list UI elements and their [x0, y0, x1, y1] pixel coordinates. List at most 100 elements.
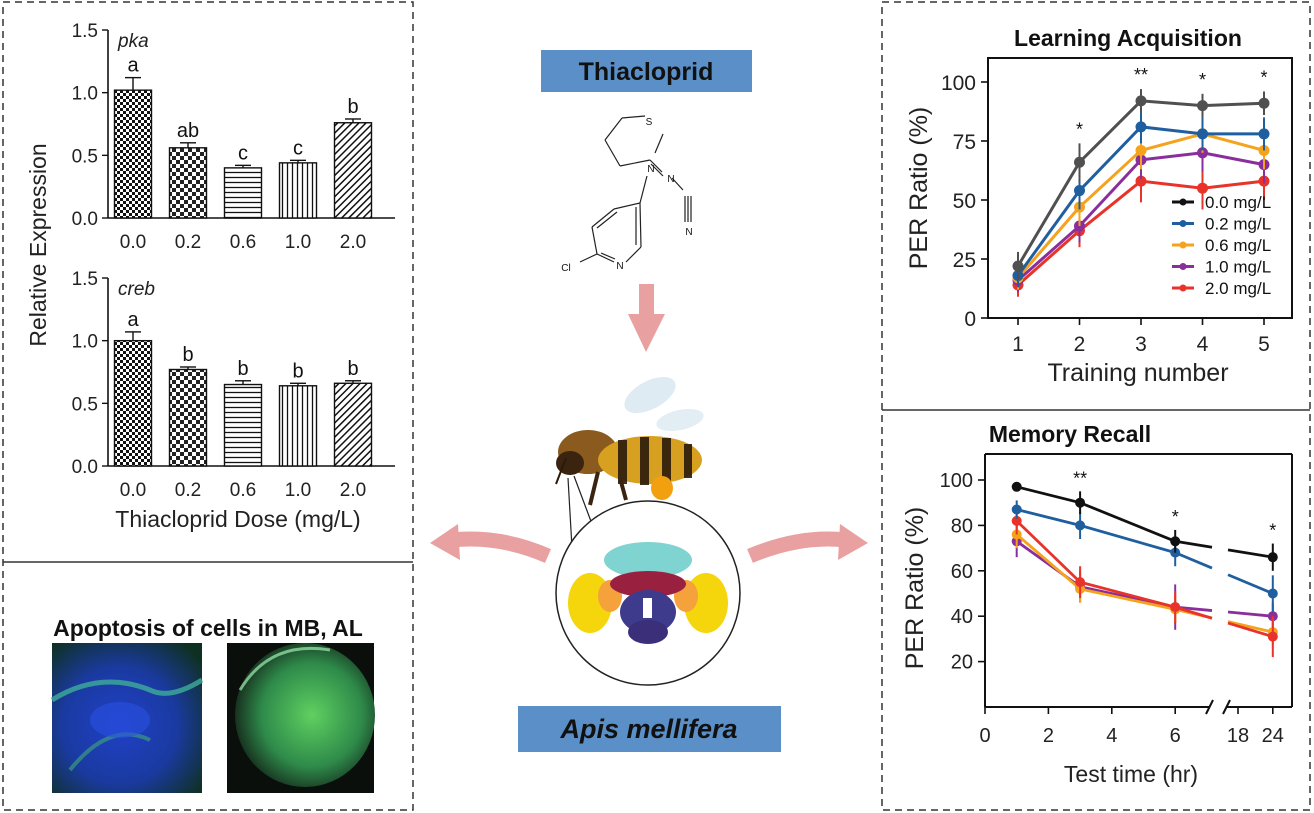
mr-point [1267, 552, 1278, 563]
mr-point [1075, 577, 1086, 588]
bar1-significance-letter: b [182, 344, 193, 366]
la-legend-label: 0.6 mg/L [1205, 236, 1271, 255]
mr-series-line [1227, 610, 1273, 618]
mr-x-tick-label: 4 [1106, 725, 1117, 747]
la-legend-label: 0.2 mg/L [1205, 215, 1271, 234]
la-legend-marker [1179, 284, 1187, 292]
mr-y-axis-title: PER Ratio (%) [901, 507, 929, 670]
la-point [1197, 128, 1208, 140]
bar0-y-tick-label: 1.0 [72, 84, 98, 105]
bar1-bar [168, 368, 208, 467]
la-point [1258, 128, 1270, 140]
bar0-significance-letter: c [238, 142, 248, 164]
bar1-x-tick-label: 0.2 [175, 480, 201, 501]
mr-series-line [1174, 605, 1213, 620]
right-panel-frame [881, 1, 1311, 811]
apis-label-box [518, 706, 781, 752]
mr-point [1011, 515, 1022, 526]
apoptosis-image-al [227, 643, 375, 793]
mr-point [1011, 504, 1022, 515]
bar1-y-tick-label: 1.5 [72, 269, 98, 290]
bar1-x-tick-label: 2.0 [340, 480, 366, 501]
mr-point [1075, 520, 1086, 531]
mr-x-tick-label: 2 [1043, 725, 1054, 747]
right-curved-arrow [747, 524, 868, 563]
molecule-atom-n2: N [667, 174, 674, 185]
bar1-x-tick-label: 0.6 [230, 480, 256, 501]
la-y-tick-label: 100 [941, 72, 976, 95]
molecule-atom-n3: N [685, 227, 692, 238]
la-frame [987, 57, 1293, 319]
la-point [1012, 260, 1024, 272]
mr-point [1267, 588, 1278, 599]
bar1-bar [223, 383, 263, 467]
molecule-atom-n4: N [616, 261, 623, 272]
mr-series-line [1174, 539, 1213, 549]
mr-point [1170, 602, 1181, 613]
bar0-y-tick-label: 0.0 [72, 209, 98, 230]
bar0-x-tick-label: 2.0 [340, 232, 366, 253]
mr-x-tick-label: 0 [979, 725, 990, 747]
la-legend-marker [1179, 263, 1187, 270]
bar1-y-tick-label: 1.0 [72, 332, 98, 353]
mr-x-tick-label: 24 [1262, 725, 1284, 747]
mr-x-axis-title: Test time (hr) [1064, 761, 1198, 787]
zoom-line-left [567, 477, 573, 549]
mr-x-tick-label: 6 [1170, 725, 1181, 747]
bar0-x-tick-label: 1.0 [285, 232, 311, 253]
mr-y-tick-label: 20 [951, 652, 973, 674]
bee-brain-diagram [555, 500, 741, 686]
mr-y-tick-label: 40 [951, 606, 973, 628]
la-y-axis-title: PER Ratio (%) [905, 107, 933, 270]
la-x-tick-label: 5 [1258, 333, 1270, 356]
molecule-atom-n1: N [647, 164, 654, 175]
bar-y-axis-title: Relative Expression [25, 143, 51, 346]
honeybee-illustration [555, 376, 704, 506]
la-point [1135, 121, 1147, 133]
mr-series-line [1015, 519, 1176, 609]
bar1-significance-letter: b [237, 358, 248, 380]
bar1-significance-letter: b [292, 360, 303, 382]
la-x-tick-label: 4 [1197, 333, 1209, 356]
la-significance-mark: * [1260, 67, 1267, 87]
bar0-x-tick-label: 0.2 [175, 232, 201, 253]
mr-x-tick-label: 18 [1227, 725, 1249, 747]
bar0-x-tick-label: 0.0 [120, 232, 146, 253]
bar0-bar [223, 167, 263, 219]
la-point [1197, 100, 1208, 112]
mr-series-line [1227, 573, 1274, 595]
bar1-y-tick-label: 0.5 [72, 394, 98, 415]
la-legend-label: 1.0 mg/L [1205, 258, 1271, 277]
molecule-atom-cl: Cl [561, 263, 570, 274]
bar0-gene-label: pka [117, 31, 149, 52]
la-x-tick-label: 1 [1012, 333, 1024, 356]
la-legend-marker [1179, 241, 1187, 249]
left-curved-arrow [430, 524, 552, 563]
la-title: Learning Acquisition [1014, 25, 1242, 51]
mr-title: Memory Recall [989, 421, 1151, 447]
mr-axis-break-right [1222, 699, 1231, 715]
bar1-x-tick-label: 0.0 [120, 480, 146, 501]
la-significance-mark: * [1199, 70, 1206, 90]
bar1-bar [113, 339, 153, 467]
mr-series-line [1015, 540, 1176, 609]
mr-series-line [1227, 620, 1274, 634]
mr-significance-mark: * [1269, 521, 1276, 541]
la-y-tick-label: 0 [964, 308, 976, 331]
mr-y-tick-label: 80 [951, 515, 973, 537]
bar-x-axis-title: Thiacloprid Dose (mg/L) [115, 506, 360, 532]
down-arrow [628, 284, 665, 352]
thiacloprid-label: Thiacloprid [579, 58, 714, 86]
bar0-y-tick-label: 1.5 [72, 21, 98, 42]
bar0-significance-letter: a [127, 55, 139, 77]
mr-series-line [1227, 621, 1274, 638]
la-point [1135, 95, 1147, 107]
la-point [1074, 185, 1085, 197]
mr-point [1011, 481, 1022, 492]
bar1-bar [278, 385, 318, 467]
apis-label: Apis mellifera [559, 714, 737, 744]
la-y-tick-label: 75 [953, 131, 976, 154]
mr-y-tick-label: 60 [951, 561, 973, 583]
bar1-x-tick-label: 1.0 [285, 480, 311, 501]
